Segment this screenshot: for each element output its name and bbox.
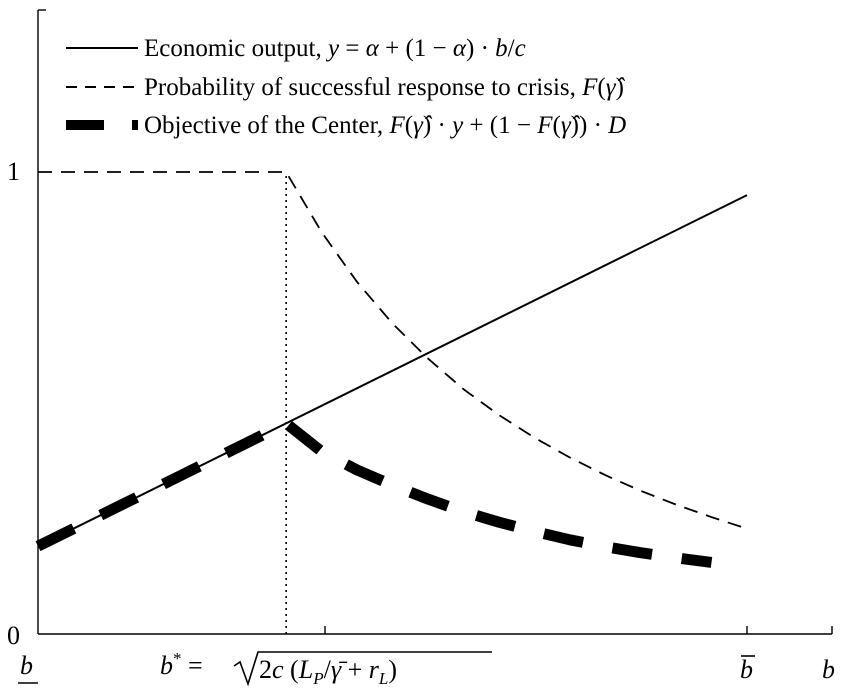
series-1-dashed-line xyxy=(38,171,748,530)
x-axis-label: b xyxy=(822,655,835,684)
x-tick-label-b-underline: b xyxy=(18,651,38,684)
series-2-thick-dashed-line xyxy=(35,417,713,568)
legend: Economic output, y = α + (1 − α) · b/c P… xyxy=(66,35,626,139)
series-0-solid-line xyxy=(37,194,748,548)
legend-label-economic-output: Economic output, y = α + (1 − α) · b/c xyxy=(144,35,526,62)
svg-text:b: b xyxy=(740,655,753,684)
x-tick-label-bbar: b xyxy=(740,655,755,684)
plot-area xyxy=(35,171,748,634)
svg-text:b: b xyxy=(20,651,33,680)
y-tick-label-1: 1 xyxy=(7,157,20,186)
legend-label-objective: Objective of the Center, F(γ̂) · y + (1 … xyxy=(144,112,626,139)
svg-text:2c (LP/γ̄ + rL): 2c (LP/γ̄ + rL) xyxy=(259,655,397,688)
legend-label-probability: Probability of successful response to cr… xyxy=(144,74,626,101)
x-tick-label-bstar: b* = 2c (LP/γ̄ + rL) xyxy=(160,649,492,688)
svg-text:b* =: b* = xyxy=(160,649,203,680)
y-tick-label-0: 0 xyxy=(7,621,20,650)
